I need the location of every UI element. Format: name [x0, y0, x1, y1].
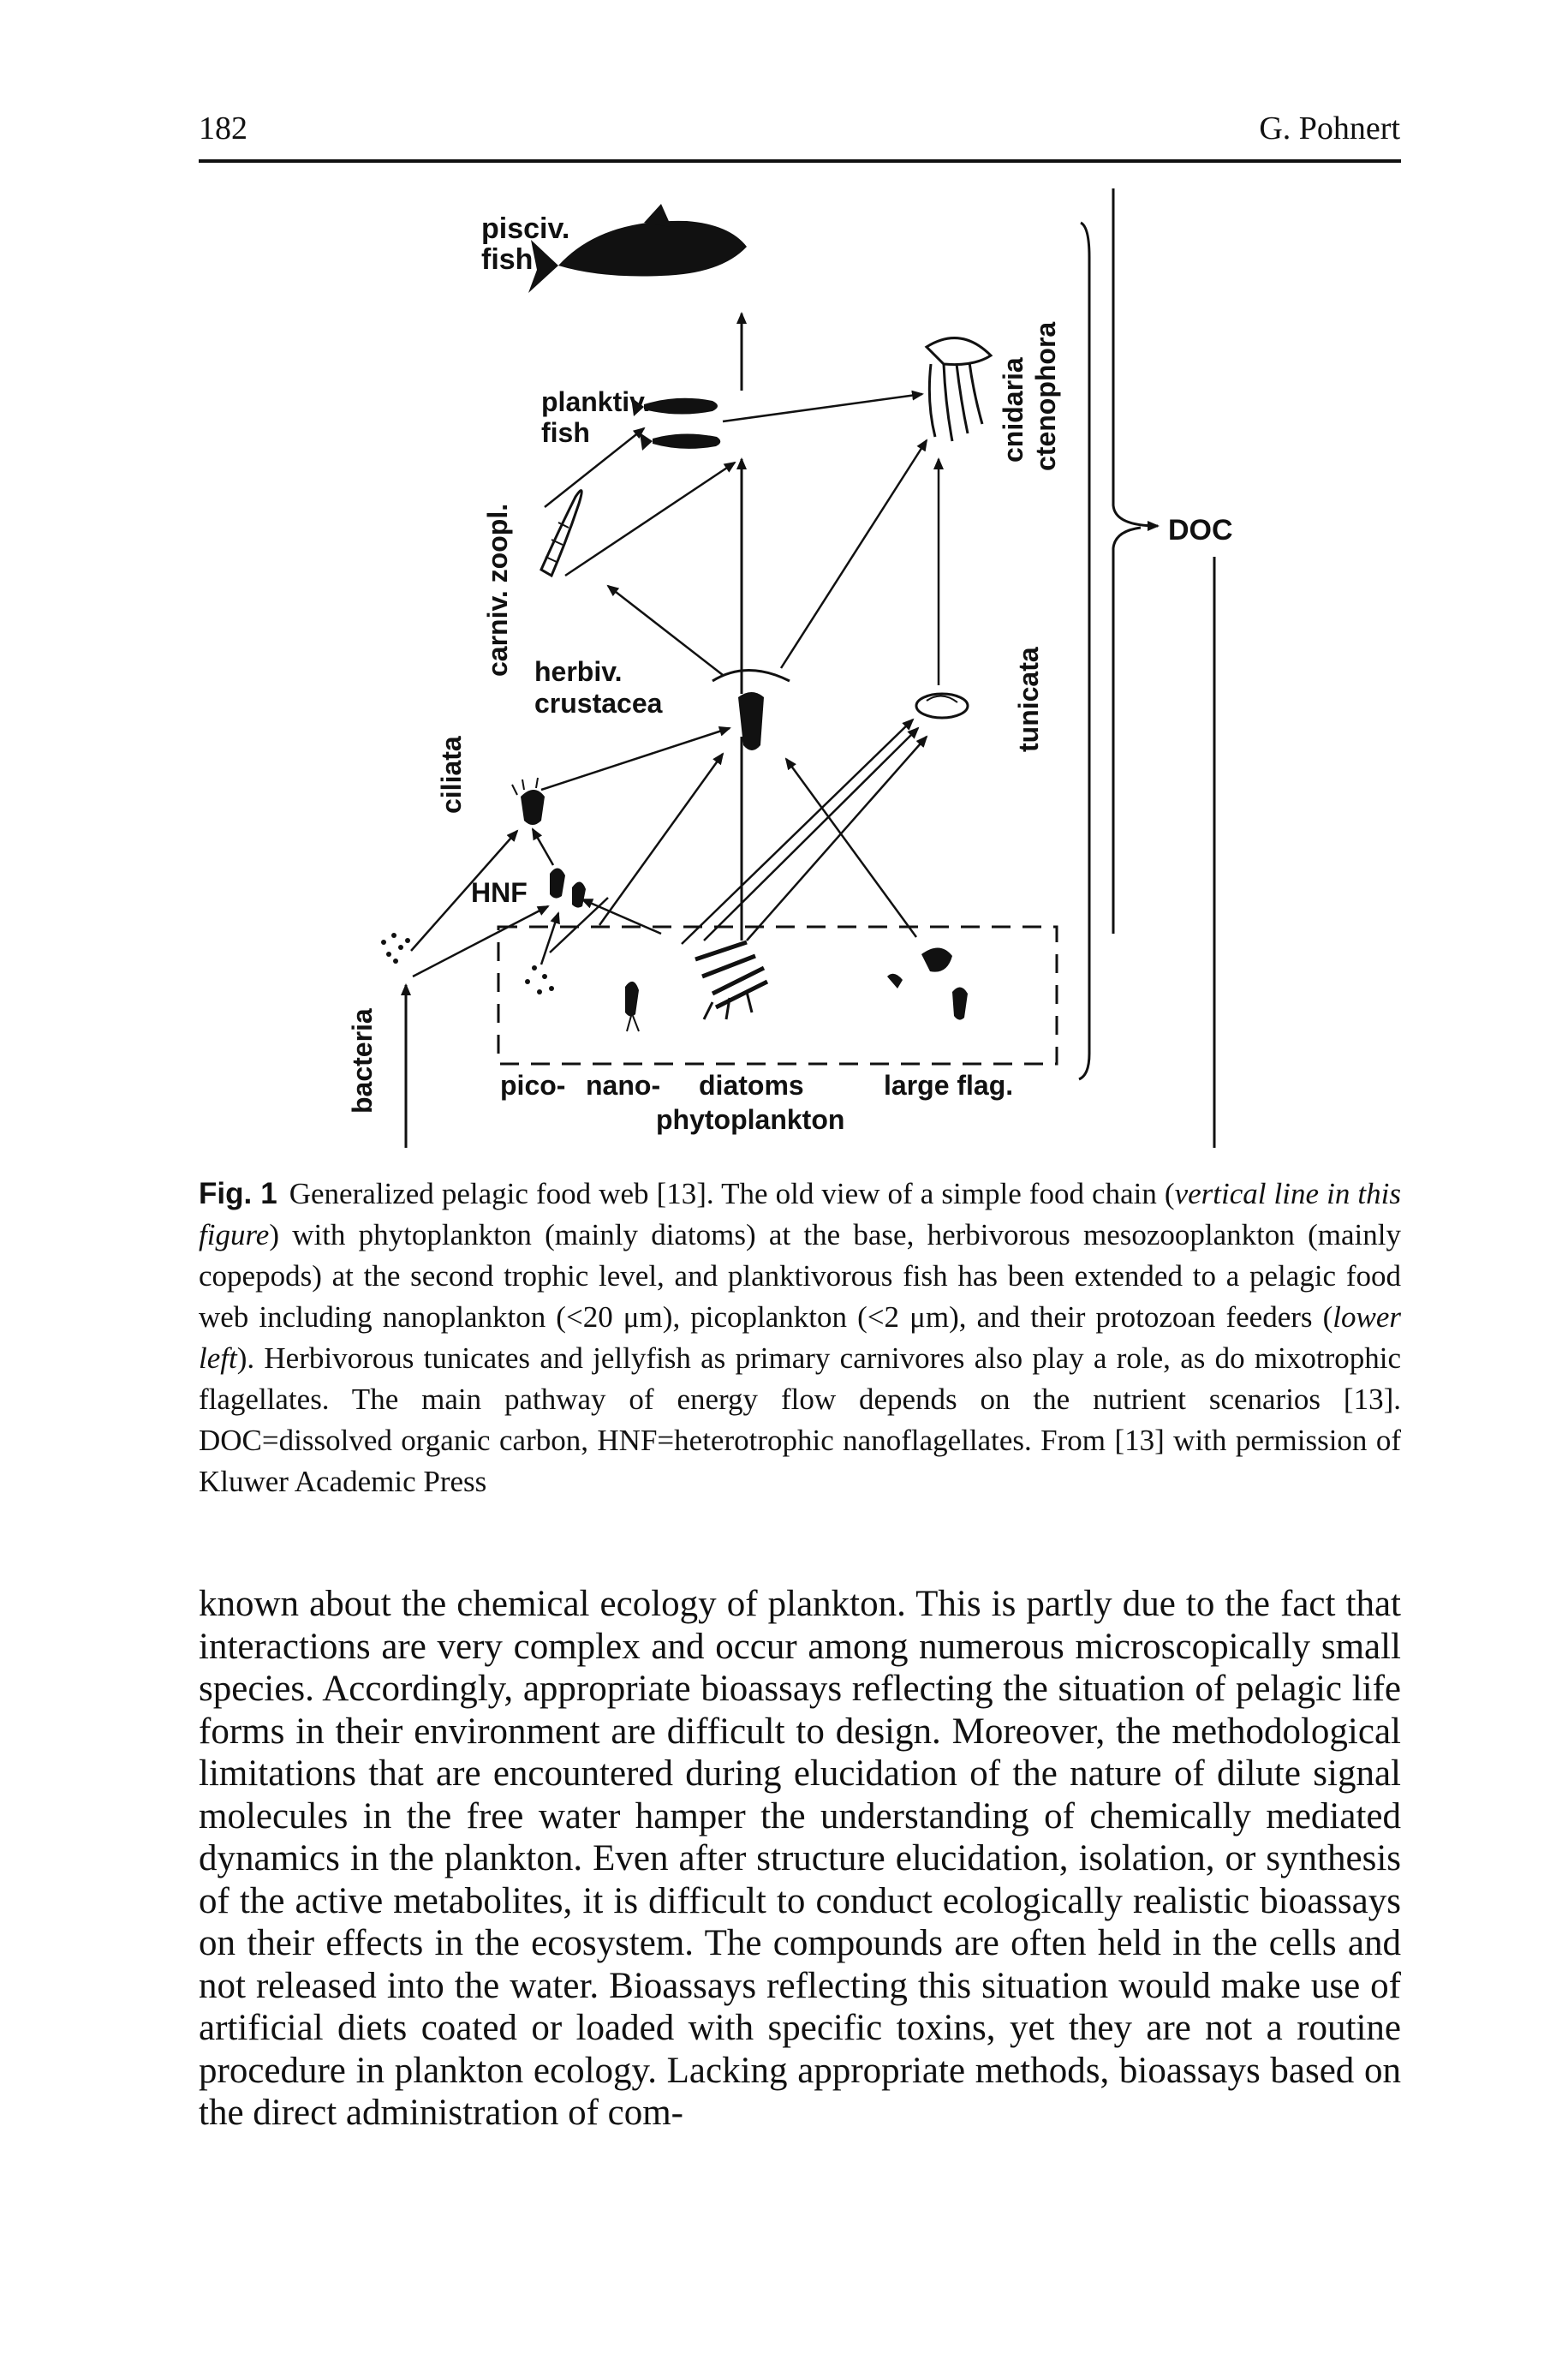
pisciv-fish-label-2: fish: [481, 243, 533, 276]
planktivorous-fish-icon: [631, 397, 721, 451]
tunicate-icon: [915, 692, 969, 720]
tunicata-label: tunicata: [1013, 647, 1044, 752]
nanoplankton-icon: [625, 981, 640, 1032]
figure-label: Fig. 1: [199, 1177, 277, 1210]
carnivorous-zooplankton-icon: [540, 489, 583, 578]
caption-text-2: ) with phytoplankton (mainly diatoms) at…: [199, 1218, 1401, 1334]
food-web-figure: pisciv. fish planktiv. fish herbiv. crus…: [199, 180, 1401, 1148]
cnidaria-label: cnidaria: [998, 357, 1028, 463]
caption-italic-2: lower left: [199, 1300, 1401, 1375]
carniv-zoopl-label: carniv. zoopl.: [482, 504, 513, 677]
diatoms-icon: [695, 940, 769, 1020]
doc-bracket-top: [1112, 188, 1160, 531]
hnf-icon: [550, 868, 586, 908]
herbiv-crustacea-label-1: herbiv.: [534, 656, 623, 687]
large-flagellate-icon: [887, 947, 968, 1020]
header-rule: [199, 159, 1401, 163]
jellyfish-icon: [924, 337, 993, 442]
herbiv-crustacea-label-2: crustacea: [534, 688, 663, 719]
pisciv-fish-label-1: pisciv.: [481, 212, 569, 245]
ctenophora-label: ctenophora: [1030, 322, 1061, 471]
phytoplankton-label: phytoplankton: [656, 1104, 844, 1135]
ciliata-label: ciliata: [436, 736, 467, 814]
trophic-arrows: [410, 390, 944, 978]
caption-text-1: Generalized pelagic food web [13]. The o…: [289, 1177, 1175, 1210]
doc-label: DOC: [1168, 514, 1233, 546]
running-header-author: G. Pohnert: [1259, 110, 1400, 146]
caption-text-3: ). Herbivorous tunicates and jellyfish a…: [199, 1341, 1401, 1498]
caption-italic-1: vertical line in this figure: [199, 1177, 1401, 1251]
hnf-label: HNF: [471, 877, 528, 908]
bacteria-label: bacteria: [347, 1008, 378, 1114]
nano-label: nano-: [586, 1070, 660, 1101]
body-paragraph: known about the chemical ecology of plan…: [199, 1584, 1401, 2133]
pico-label: pico-: [500, 1070, 565, 1101]
picoplankton-icon: [525, 965, 554, 994]
herbivorous-copepod-icon: [712, 669, 790, 750]
doc-to-bacteria-line: [401, 557, 1216, 1148]
food-web-diagram: pisciv. fish planktiv. fish herbiv. crus…: [347, 188, 1233, 1148]
page-number: 182: [199, 110, 247, 146]
planktiv-fish-label-2: fish: [541, 417, 590, 448]
figure-caption: Fig. 1 Generalized pelagic food web [13].…: [199, 1174, 1401, 1502]
piscivorous-fish-icon: [528, 204, 747, 293]
bacteria-icon: [381, 933, 410, 964]
doc-bracket-bottom: [1112, 526, 1142, 934]
large-flag-label: large flag.: [884, 1070, 1013, 1101]
right-brace: [1078, 221, 1091, 1081]
phytoplankton-box: [497, 925, 1058, 1066]
diatoms-label: diatoms: [699, 1070, 804, 1101]
ciliate-icon: [511, 777, 545, 825]
